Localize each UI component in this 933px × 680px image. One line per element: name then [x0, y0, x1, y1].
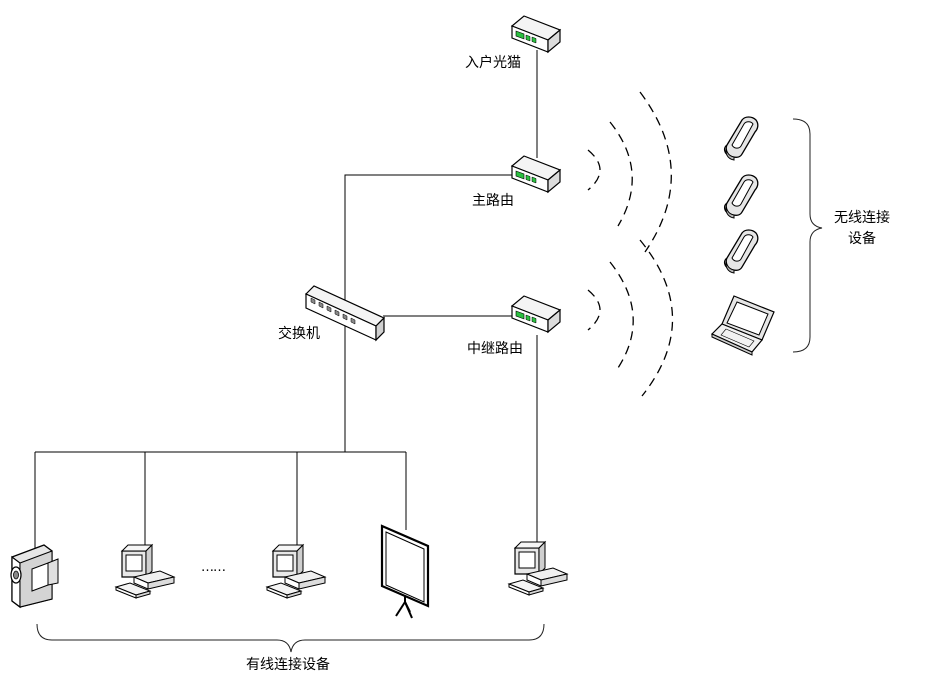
ellipsis-label: ……	[201, 560, 226, 575]
laptop-icon	[710, 295, 775, 356]
relay-router-label: 中继路由	[467, 341, 523, 357]
connection-lines	[34, 50, 538, 560]
wired-devices-label: 有线连接设备	[246, 657, 330, 673]
wireless-devices-label: 无线连接 设备	[834, 210, 890, 247]
wireless-signal-main	[587, 91, 672, 253]
main-router-icon	[511, 155, 561, 193]
modem-label: 入户光猫	[465, 55, 521, 71]
desktop-computer-icon	[266, 544, 326, 599]
projector-screen-icon	[380, 524, 430, 619]
desktop-computer-icon	[115, 544, 175, 599]
mobile-phone-icon	[723, 229, 759, 274]
switch-label: 交换机	[278, 326, 320, 342]
wireless-signal-relay	[587, 239, 674, 397]
network-switch-icon	[304, 285, 386, 342]
wireless-group-brace	[792, 118, 823, 353]
desktop-computer-icon	[508, 541, 568, 596]
mobile-phone-icon	[723, 116, 759, 161]
modem-icon	[511, 15, 561, 53]
relay-router-icon	[511, 295, 561, 333]
wired-group-brace	[36, 623, 545, 653]
mobile-phone-icon	[723, 174, 759, 219]
video-camera-icon	[10, 544, 59, 609]
main-router-label: 主路由	[472, 193, 514, 209]
